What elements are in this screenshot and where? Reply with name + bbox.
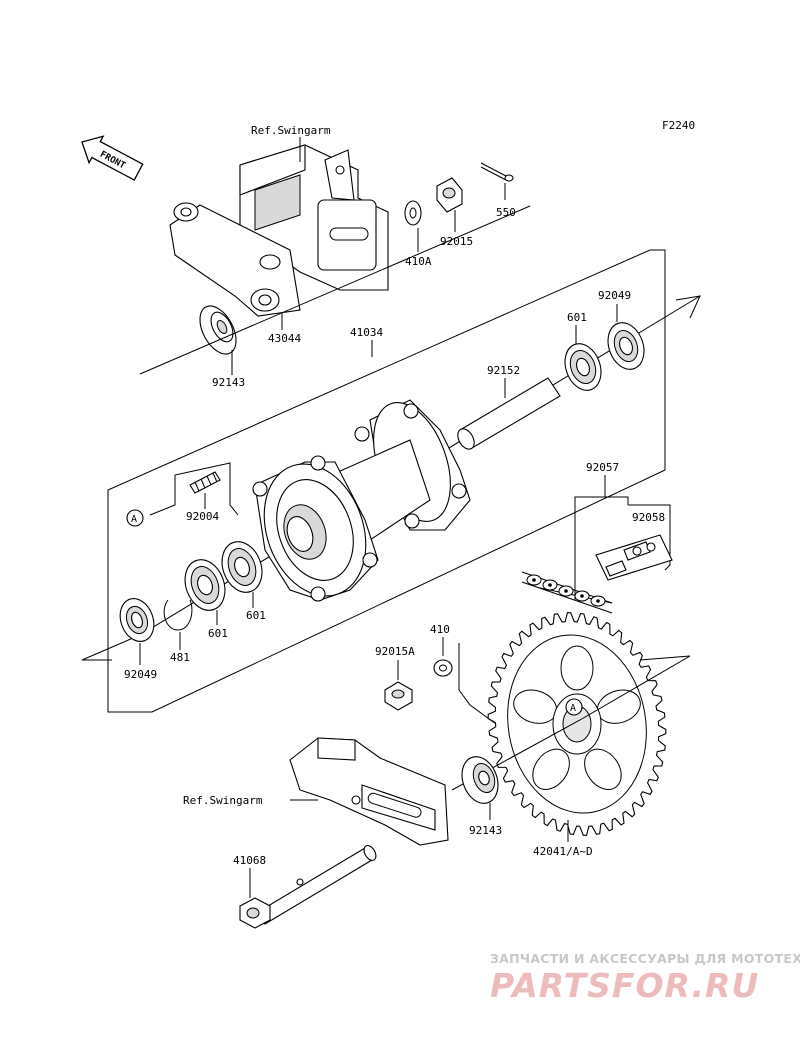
spacer-92143-bottom [461, 756, 499, 804]
part-label-410: 410 [430, 623, 450, 636]
washer-410 [433, 659, 453, 677]
part-label-601-low: 601 [208, 627, 228, 640]
front-arrow-icon: FRONT [81, 135, 144, 181]
axle-centerline-top [139, 205, 531, 375]
sprocket-window [584, 748, 622, 790]
bracket-92057 [574, 496, 629, 600]
part-label-42041: 42041/A~D [533, 845, 593, 858]
part-label-410A: 410A [405, 255, 432, 268]
watermark-logo: PARTSFOR.RU [490, 966, 759, 1005]
part-label-481: 481 [170, 651, 190, 664]
nut-92015 [436, 177, 463, 213]
axle-41068 [239, 845, 377, 929]
cotter-pin-550 [480, 162, 514, 182]
part-label-92143-bottom: 92143 [469, 824, 502, 837]
sprocket-centerline [451, 655, 691, 791]
sprocket-42041 [487, 612, 667, 836]
sprocket-window [560, 645, 594, 691]
part-label-41068: 41068 [233, 854, 266, 867]
part-label-41034: 41034 [350, 326, 383, 339]
stud-92004 [189, 471, 221, 494]
bracket-92004 [149, 462, 239, 516]
hub-centerline-end [675, 295, 701, 319]
part-label-550: 550 [496, 206, 516, 219]
part-label-92143-top: 92143 [212, 376, 245, 389]
washer-410A [404, 200, 422, 226]
part-label-92057: 92057 [586, 461, 619, 474]
sprocket-window [532, 748, 570, 790]
diagram-code: F2240 [662, 119, 695, 132]
bearing-601-low [184, 559, 226, 611]
sprocket-rim [507, 634, 647, 814]
chain-adjuster-43044 [169, 202, 301, 317]
ref-swingarm-top-label: Ref.Swingarm [251, 124, 331, 137]
bracket-410 [458, 643, 497, 725]
nut-92015A [384, 681, 413, 711]
part-label-92058: 92058 [632, 511, 665, 524]
master-link-92058 [595, 534, 673, 581]
part-label-92015A: 92015A [375, 645, 415, 658]
sleeve-92152 [457, 377, 561, 450]
part-label-92049-bottom: 92049 [124, 668, 157, 681]
rear-hub-41034 [252, 399, 471, 602]
seal-92049-top [607, 322, 645, 370]
part-label-92049-top: 92049 [598, 289, 631, 302]
sprocket-centerline-tick [639, 655, 691, 661]
part-label-601-mid: 601 [246, 609, 266, 622]
part-label-92152: 92152 [487, 364, 520, 377]
part-label-92015: 92015 [440, 235, 473, 248]
seal-92049-bottom [119, 598, 155, 642]
part-label-43044: 43044 [268, 332, 301, 345]
part-label-92004: 92004 [186, 510, 219, 523]
chain-92057 [521, 571, 613, 614]
ref-swingarm-bottom-label: Ref.Swingarm [183, 794, 263, 807]
part-label-601-top: 601 [567, 311, 587, 324]
bearing-601-top [564, 343, 602, 391]
swingarm-bottom [289, 737, 449, 846]
watermark-tagline: ЗАПЧАСТИ И АКСЕССУАРЫ ДЛЯ МОТОТЕХНИКИ [490, 951, 800, 966]
bearing-601-mid [221, 541, 263, 593]
svg-text:A: A [570, 703, 576, 714]
bracket-92058 [628, 504, 671, 571]
callout-a-left: A [126, 509, 144, 527]
spacer-92143-top [199, 305, 237, 355]
circlip-481 [163, 599, 193, 631]
svg-text:A: A [131, 514, 137, 525]
callout-a-sprocket: A [565, 698, 583, 716]
hub-assembly-frame [107, 249, 666, 713]
